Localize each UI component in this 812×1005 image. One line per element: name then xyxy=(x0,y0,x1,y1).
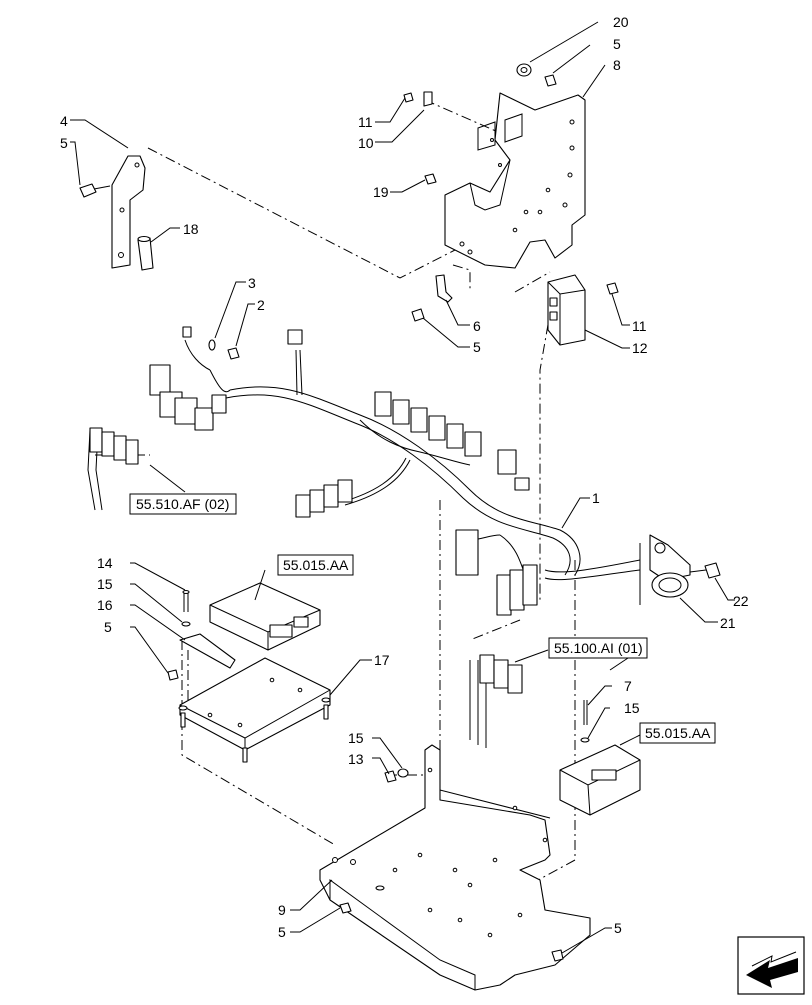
callout-11-a: 11 xyxy=(358,114,373,130)
callout-numbers: 20 5 8 11 10 19 4 5 18 3 2 6 5 11 12 1 1… xyxy=(60,14,749,940)
callout-22: 22 xyxy=(733,593,749,609)
bolt-5-base-left xyxy=(339,902,352,914)
callout-5-f: 5 xyxy=(614,920,622,936)
callout-10: 10 xyxy=(358,135,374,151)
callout-5-b: 5 xyxy=(60,135,68,151)
callout-19: 19 xyxy=(373,184,389,200)
callout-15-a: 15 xyxy=(97,576,113,592)
callout-5-a: 5 xyxy=(613,36,621,52)
harness-510-af xyxy=(87,427,139,511)
ecu-right xyxy=(559,700,641,816)
bolt-19 xyxy=(424,173,437,185)
wiring-harness-1 xyxy=(149,326,641,616)
callout-9: 9 xyxy=(278,902,286,918)
callout-12: 12 xyxy=(632,340,648,356)
callout-11-b: 11 xyxy=(632,318,647,334)
nut-5-top xyxy=(544,74,557,87)
callout-7: 7 xyxy=(624,678,632,694)
callout-3: 3 xyxy=(248,275,256,291)
ref-label-55-100-ai: 55.100.AI (01) xyxy=(554,640,643,656)
clamp-21 xyxy=(649,534,691,598)
callout-17: 17 xyxy=(374,652,390,668)
callout-15-c: 15 xyxy=(348,730,364,746)
callout-15-b: 15 xyxy=(624,700,640,716)
nut-13-washer-15 xyxy=(384,768,409,783)
strap-16 xyxy=(179,633,236,669)
ref-box-55-015-aa-top[interactable]: 55.015.AA xyxy=(277,554,354,576)
harness-100-ai xyxy=(469,654,523,748)
callout-5-e: 5 xyxy=(278,924,286,940)
bolt-22 xyxy=(689,562,721,579)
callout-8: 8 xyxy=(613,57,621,73)
direction-arrow-icon[interactable] xyxy=(737,936,805,995)
ref-box-55-015-aa-right[interactable]: 55.015.AA xyxy=(639,722,716,744)
callout-18: 18 xyxy=(183,221,199,237)
base-plate-9 xyxy=(319,744,591,991)
sleeve-18 xyxy=(137,235,154,271)
callout-6: 6 xyxy=(473,318,481,334)
plate-17 xyxy=(178,657,331,763)
bracket-4 xyxy=(111,155,146,269)
bolt-5-base-right xyxy=(551,949,564,962)
connector-row xyxy=(374,391,482,457)
callout-14: 14 xyxy=(97,555,113,571)
callout-16: 16 xyxy=(97,597,113,613)
grommet-20 xyxy=(516,63,532,77)
clip-10 xyxy=(403,91,433,107)
clip-6 xyxy=(411,274,453,322)
callout-20: 20 xyxy=(613,14,629,30)
reference-boxes: 55.510.AF (02) 55.015.AA 55.100.AI (01) … xyxy=(129,493,716,744)
callout-5-d: 5 xyxy=(104,619,112,635)
callout-21: 21 xyxy=(720,615,736,631)
bracket-8 xyxy=(444,92,586,269)
bolt-2 xyxy=(208,339,240,360)
callout-4: 4 xyxy=(60,113,68,129)
ecu-left xyxy=(209,582,321,651)
callout-1: 1 xyxy=(592,490,600,506)
callout-13: 13 xyxy=(348,751,364,767)
cover-12 xyxy=(547,274,619,346)
screw-14 xyxy=(181,589,191,627)
ref-box-55-510-af[interactable]: 55.510.AF (02) xyxy=(129,493,237,515)
ref-label-55-015-aa-top: 55.015.AA xyxy=(283,557,349,573)
ref-box-55-100-ai[interactable]: 55.100.AI (01) xyxy=(548,637,648,659)
callout-5-c: 5 xyxy=(473,339,481,355)
leader-lines xyxy=(70,21,735,954)
callout-2: 2 xyxy=(257,297,265,313)
ref-label-55-015-aa-right: 55.015.AA xyxy=(645,725,711,741)
bolt-5-ecu xyxy=(167,669,179,681)
ref-label-55-510-af: 55.510.AF (02) xyxy=(136,496,229,512)
bolt-5-left xyxy=(79,183,111,198)
